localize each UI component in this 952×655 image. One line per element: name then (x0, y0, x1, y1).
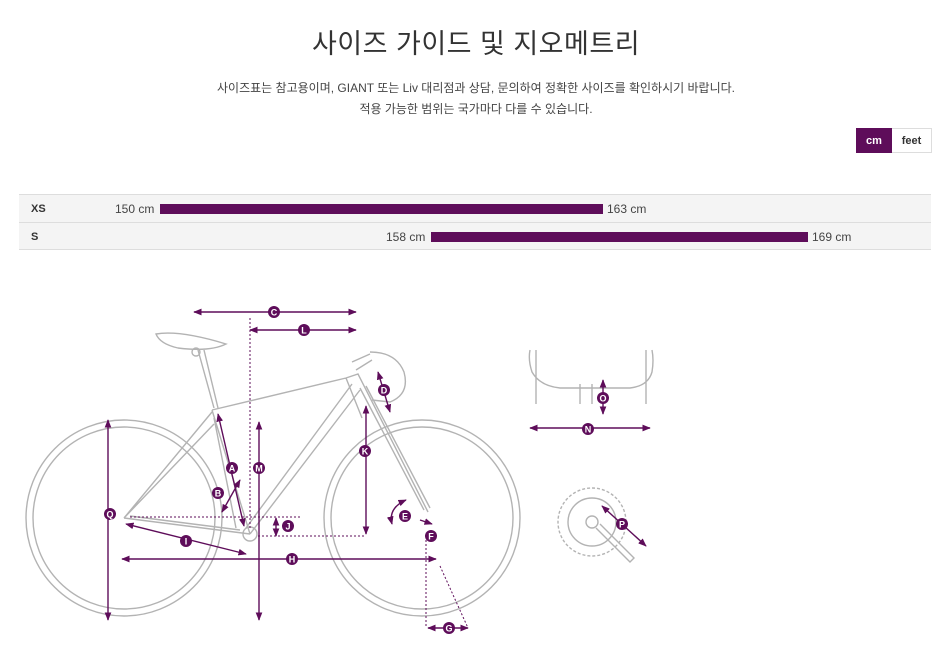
svg-text:Q: Q (106, 510, 113, 520)
badge-i: I (180, 535, 192, 547)
crank-spindle (585, 515, 599, 529)
handlebar-front-view (528, 349, 654, 404)
dim-line-b (221, 479, 241, 513)
unit-feet-button[interactable]: feet (892, 128, 932, 153)
seat-clamp (191, 347, 201, 357)
svg-text:K: K (362, 447, 369, 457)
badge-a: A (226, 462, 238, 474)
unit-cm-button[interactable]: cm (856, 128, 892, 153)
guide-lines (130, 318, 469, 629)
badge-m: M (253, 462, 265, 474)
svg-text:N: N (585, 425, 592, 435)
svg-text:A: A (229, 464, 236, 474)
range-max: 169 cm (812, 230, 852, 244)
svg-text:I: I (185, 537, 188, 547)
range-bar (160, 204, 603, 214)
badge-g: G (443, 622, 455, 634)
guide-line (439, 565, 469, 629)
dim-line-e (386, 499, 407, 525)
badge-c: C (268, 306, 280, 318)
size-label: XS (31, 203, 46, 215)
handlebar-detail (528, 349, 654, 404)
stem-handlebar (351, 351, 407, 403)
size-range-table: XS 150 cm 163 cm S 158 cm 169 cm (19, 194, 931, 250)
unit-toggle: cm feet (856, 128, 932, 153)
page-title: 사이즈 가이드 및 지오메트리 (311, 29, 641, 59)
range-bar (431, 232, 808, 242)
size-row-xs: XS 150 cm 163 cm (19, 194, 931, 222)
seatpost (197, 349, 219, 409)
range-min: 158 cm (386, 230, 426, 244)
saddle (155, 332, 228, 351)
description-line-2: 적용 가능한 범위는 국가마다 다를 수 있습니다. (359, 102, 593, 116)
badge-h: H (286, 553, 298, 565)
svg-text:E: E (402, 512, 408, 522)
svg-text:F: F (428, 532, 434, 542)
svg-text:L: L (301, 326, 307, 336)
badge-f: F (425, 530, 437, 542)
svg-text:J: J (285, 522, 290, 532)
svg-text:B: B (215, 489, 222, 499)
svg-text:P: P (619, 520, 625, 530)
dimension-badges: C L D K A M B Q E J F I H G O N P (104, 306, 628, 634)
page-description: 사이즈표는 참고용이며, GIANT 또는 Liv 대리점과 상담, 문의하여 … (0, 78, 952, 120)
svg-text:H: H (289, 555, 296, 565)
geometry-diagram: C L D K A M B Q E J F I H G O N P (25, 306, 654, 634)
frame-outline (123, 373, 429, 535)
badge-q: Q (104, 508, 116, 520)
description-line-1: 사이즈표는 참고용이며, GIANT 또는 Liv 대리점과 상담, 문의하여 … (217, 81, 735, 95)
svg-text:G: G (445, 624, 452, 634)
rear-wheel-inner (32, 426, 216, 610)
range-min: 150 cm (115, 202, 155, 216)
bike-illustration (25, 332, 521, 617)
svg-text:M: M (255, 464, 263, 474)
svg-text:O: O (599, 394, 606, 404)
badge-d: D (378, 384, 390, 396)
badge-k: K (359, 445, 371, 457)
badge-o: O (597, 392, 609, 404)
fork (359, 385, 431, 511)
badge-n: N (582, 423, 594, 435)
size-row-s: S 158 cm 169 cm (19, 222, 931, 250)
size-label: S (31, 231, 39, 243)
svg-text:C: C (271, 308, 278, 318)
range-max: 163 cm (607, 202, 647, 216)
badge-b: B (212, 487, 224, 499)
dim-line-f (419, 518, 433, 525)
badge-e: E (399, 510, 411, 522)
svg-text:D: D (381, 386, 388, 396)
badge-p: P (616, 518, 628, 530)
badge-j: J (282, 520, 294, 532)
front-wheel-inner (330, 426, 514, 610)
front-wheel (323, 419, 521, 617)
badge-l: L (298, 324, 310, 336)
chainring-inner (567, 497, 617, 547)
